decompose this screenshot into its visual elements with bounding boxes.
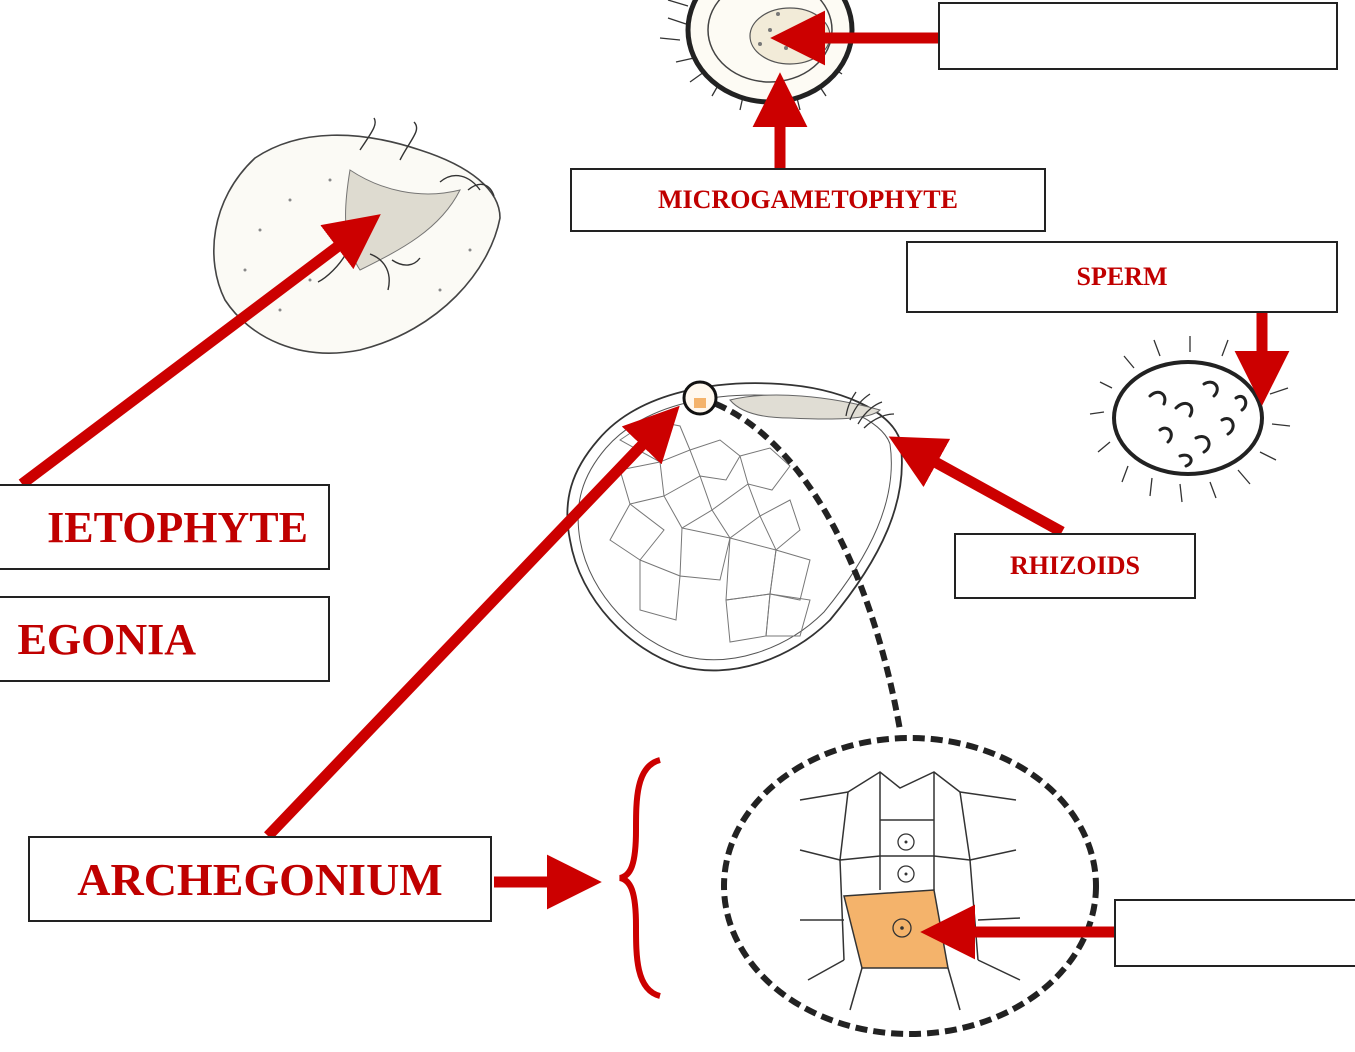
blank-label-egg[interactable] [1114,899,1355,967]
arrow-rhizoids [906,446,1062,532]
label-rhizoids: RHIZOIDS [954,533,1196,599]
archegonium-enlarged-illustration [724,738,1096,1034]
label-microgametophyte: MICROGAMETOPHYTE [570,168,1046,232]
label-archegonia: EGONIA [0,596,330,682]
archegonium-brace [620,760,660,996]
arrow-megagametophyte [22,226,365,484]
microspore-illustration [660,0,852,114]
gametophyte-section-illustration [567,382,902,730]
label-archegonium: ARCHEGONIUM [28,836,492,922]
blank-label-microspore-contents[interactable] [938,2,1338,70]
label-megagametophyte: IETOPHYTE [0,484,330,570]
label-sperm: SPERM [906,241,1338,313]
